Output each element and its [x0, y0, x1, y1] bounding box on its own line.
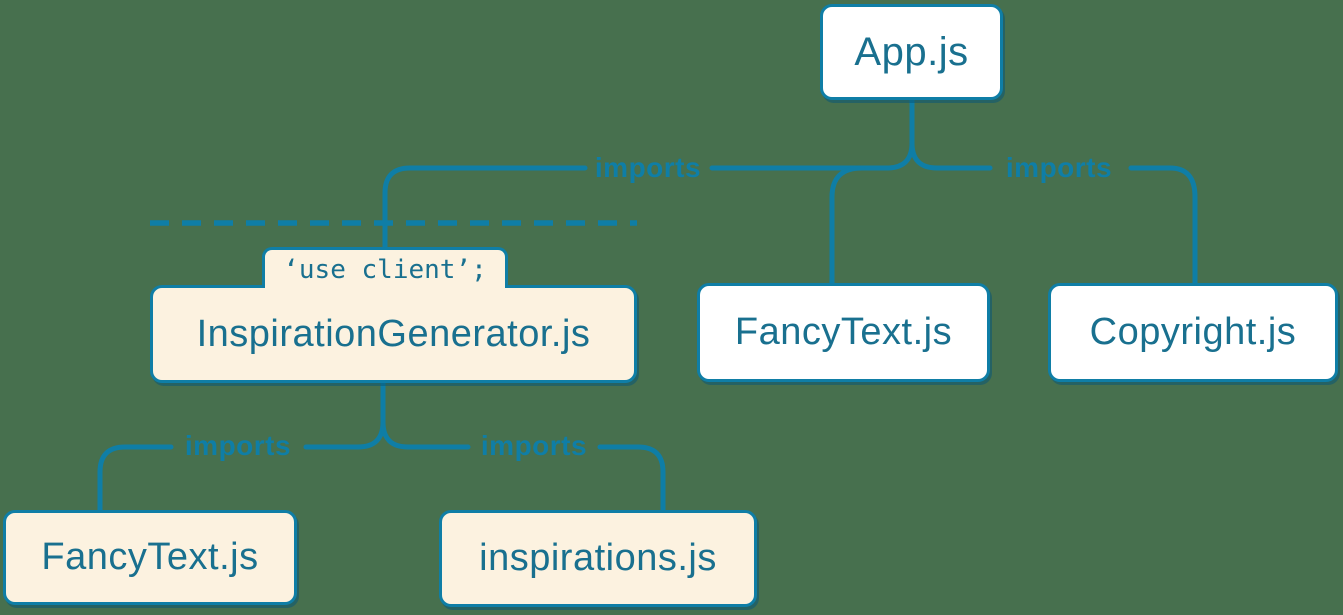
node-copyright-js-label: Copyright.js — [1089, 311, 1297, 353]
edge-inspiration-to-fancytext-left-segment — [97, 444, 174, 513]
node-fancytext-js-top-label: FancyText.js — [734, 311, 953, 353]
edge-inspiration-to-fancytext-right-segment — [303, 380, 386, 450]
edge-app-to-copyright-right-segment — [1128, 165, 1198, 286]
edge-inspiration-to-inspirations-right-segment — [597, 444, 666, 513]
node-fancytext-js-bottom: FancyText.js — [3, 510, 297, 605]
node-inspirations-js: inspirations.js — [439, 510, 757, 607]
edge-app-to-inspiration-right-segment — [709, 97, 915, 171]
node-app-js: App.js — [820, 4, 1003, 100]
node-inspiration-generator-js-label: InspirationGenerator.js — [196, 312, 591, 355]
edge-app-to-inspiration-left-segment — [382, 165, 588, 250]
node-fancytext-js-bottom-label: FancyText.js — [41, 536, 259, 578]
node-copyright-js: Copyright.js — [1048, 283, 1338, 382]
edge-app-to-fancytext — [829, 165, 865, 286]
node-inspirations-js-label: inspirations.js — [479, 537, 717, 579]
edge-label-imports-inspiration-fancytext: imports — [184, 430, 292, 461]
node-app-js-label: App.js — [854, 29, 969, 74]
use-client-directive-tag: ‘use client’; — [262, 247, 508, 288]
node-fancytext-js-top: FancyText.js — [697, 283, 990, 382]
node-inspiration-generator-js: InspirationGenerator.js — [150, 285, 637, 383]
edge-label-imports-inspiration-inspirations: imports — [480, 430, 588, 461]
edge-app-to-copyright-left-segment — [909, 140, 993, 171]
edge-label-imports-app-copyright: imports — [1005, 152, 1113, 183]
edge-label-imports-app-inspiration: imports — [594, 152, 702, 183]
use-client-directive-text: ‘use client’; — [283, 255, 487, 285]
edge-inspiration-to-inspirations-left-segment — [380, 419, 471, 450]
